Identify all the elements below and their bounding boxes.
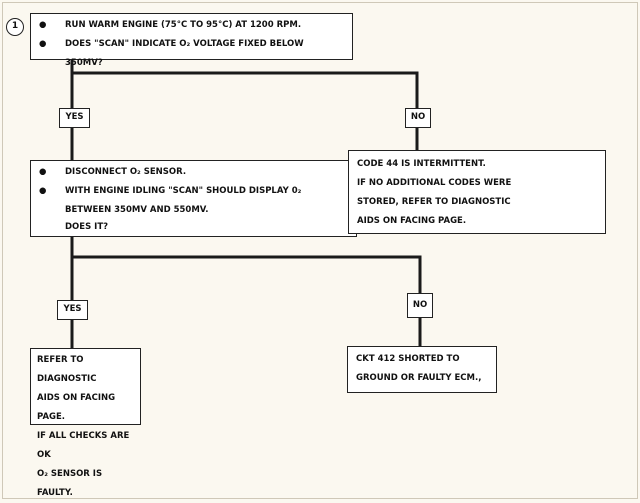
result-ckt-shorted-box: CKT 412 SHORTED TO GROUND OR FAULTY ECM.…	[347, 346, 497, 393]
result-line: IF ALL CHECKS ARE OK	[37, 431, 130, 460]
no-label-1: NO	[405, 108, 431, 128]
result-line: AIDS ON FACING PAGE.	[357, 216, 467, 226]
no-label-2: NO	[407, 293, 433, 318]
step2-box: ●DISCONNECT O₂ SENSOR. ●WITH ENGINE IDLI…	[30, 160, 357, 237]
result-line: IF NO ADDITIONAL CODES WERE	[357, 178, 512, 188]
result-line: CODE 44 IS INTERMITTENT.	[357, 159, 486, 169]
step1-bullet: DOES "SCAN" INDICATE O₂ VOLTAGE FIXED BE…	[65, 39, 304, 68]
yes-label-1: YES	[59, 108, 90, 128]
step2-line: DOES IT?	[65, 222, 109, 232]
result-line: STORED, REFER TO DIAGNOSTIC	[357, 197, 511, 207]
yes-label-2: YES	[57, 300, 88, 320]
step1-bullet: RUN WARM ENGINE (75°C TO 95°C) AT 1200 R…	[65, 20, 302, 30]
result-line: CKT 412 SHORTED TO	[356, 354, 460, 364]
step2-line: BETWEEN 350MV AND 550MV.	[65, 205, 209, 215]
step1-box: ●RUN WARM ENGINE (75°C TO 95°C) AT 1200 …	[30, 13, 353, 68]
result-intermittent-box: CODE 44 IS INTERMITTENT. IF NO ADDITIONA…	[348, 150, 606, 234]
result-line: AIDS ON FACING PAGE.	[37, 393, 116, 422]
connector-branch2-horizontal	[72, 255, 422, 293]
result-sensor-faulty-box: REFER TO DIAGNOSTIC AIDS ON FACING PAGE.…	[30, 348, 141, 498]
result-line: GROUND OR FAULTY ECM.,	[356, 373, 482, 383]
step2-bullet: WITH ENGINE IDLING "SCAN" SHOULD DISPLAY…	[65, 186, 302, 196]
result-line: REFER TO DIAGNOSTIC	[37, 355, 97, 384]
step-number-badge: 1	[6, 18, 24, 36]
step2-bullet: DISCONNECT O₂ SENSOR.	[65, 167, 187, 177]
result-line: O₂ SENSOR IS FAULTY.	[37, 469, 103, 498]
connector-branch1-horizontal	[72, 71, 419, 108]
